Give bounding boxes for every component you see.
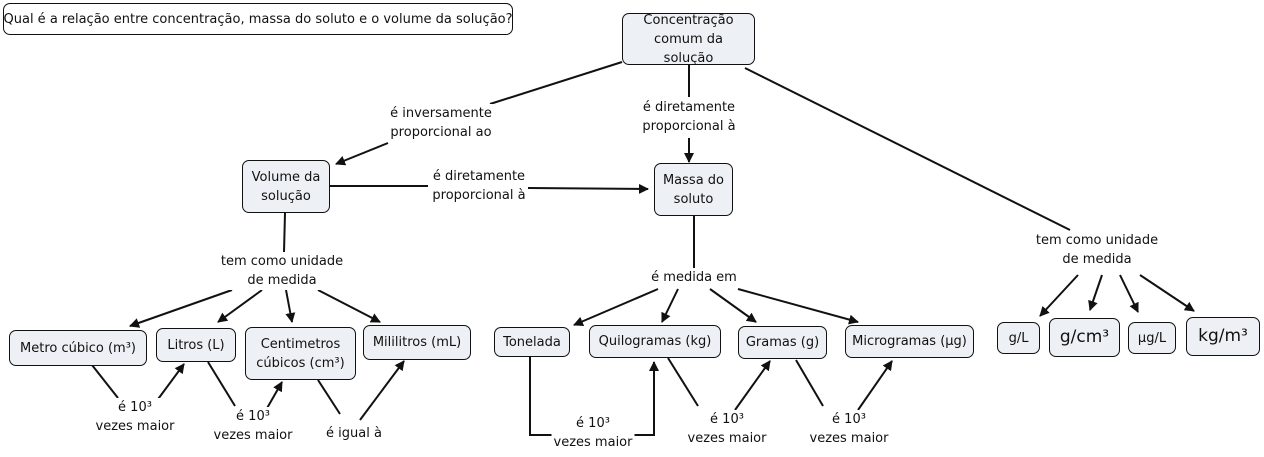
node-centimetros-cubicos[interactable]: Centimetros cúbicos (cm³) [245, 327, 356, 380]
connector-arrow [527, 183, 649, 194]
connector-line [91, 364, 119, 399]
link-label-medida-em: é medida em [649, 268, 739, 287]
link-label-unidade-concentracao: tem como unidade de medida [1033, 231, 1161, 269]
connector-arrow [1119, 274, 1139, 313]
connector-arrow [1139, 274, 1195, 312]
connector-arrow [1088, 274, 1103, 311]
link-label-diretamente-volume: é diretamente proporcional à [430, 167, 528, 205]
link-label-kg-g: é 10³ vezes maior [685, 410, 769, 448]
node-volume-da-solucao[interactable]: Volume da solução [242, 160, 330, 213]
connector-arrow [734, 360, 771, 411]
connector-arrow [359, 360, 405, 421]
link-label-litros-cm3: é 10³ vezes maior [211, 407, 295, 445]
link-label-m3-litros: é 10³ vezes maior [93, 398, 177, 436]
connector-arrow [737, 288, 859, 325]
connector-line [529, 357, 552, 436]
node-ug-per-l[interactable]: μg/L [1128, 322, 1176, 354]
node-g-per-cm3[interactable]: g/cm³ [1049, 318, 1120, 357]
link-label-inversamente: é inversamente proporcional ao [388, 104, 494, 142]
connector-line [317, 379, 341, 415]
node-kg-per-m3[interactable]: kg/m³ [1186, 317, 1260, 356]
connector-arrow [317, 289, 381, 323]
connector-arrow [661, 288, 679, 323]
connector-arrow [1039, 274, 1079, 317]
link-label-cm3-ml: é igual à [324, 424, 384, 443]
node-litros[interactable]: Litros (L) [156, 328, 236, 362]
link-label-g-ug: é 10³ vezes maior [807, 410, 891, 448]
node-massa-do-soluto[interactable]: Massa do soluto [654, 163, 733, 216]
link-label-diretamente-massa: é diretamente proporcional à [640, 98, 738, 136]
connector-line [744, 67, 1071, 231]
connector-line [795, 359, 824, 407]
node-metro-cubico[interactable]: Metro cúbico (m³) [9, 330, 147, 366]
connector-arrow [709, 288, 757, 323]
node-microgramas[interactable]: Microgramas (μg) [845, 325, 974, 358]
connector-line [489, 61, 623, 105]
node-concentracao-comum[interactable]: Concentração comum da solução [622, 13, 755, 66]
node-tonelada[interactable]: Tonelada [494, 327, 570, 357]
connector-arrow [129, 289, 233, 328]
connector-arrow [628, 361, 659, 436]
connector-arrow [857, 360, 893, 411]
focus-question: Qual é a relação entre concentração, mas… [3, 3, 513, 35]
node-gramas[interactable]: Gramas (g) [738, 326, 827, 359]
connector-arrow [265, 381, 283, 411]
connector-arrow [573, 288, 659, 327]
connector-arrow [285, 289, 296, 323]
connector-arrow [335, 142, 389, 166]
node-quilogramas[interactable]: Quilogramas (kg) [589, 325, 721, 358]
connector-line [207, 361, 236, 407]
connector-line [667, 357, 699, 407]
node-mililitros[interactable]: Mililitros (mL) [363, 325, 471, 360]
connector-line [283, 212, 286, 253]
node-g-per-l[interactable]: g/L [997, 322, 1040, 354]
link-label-unidade-volume: tem como unidade de medida [218, 252, 346, 290]
link-label-ton-kg: é 10³ vezes maior [551, 414, 635, 452]
connector-arrow [217, 289, 263, 323]
